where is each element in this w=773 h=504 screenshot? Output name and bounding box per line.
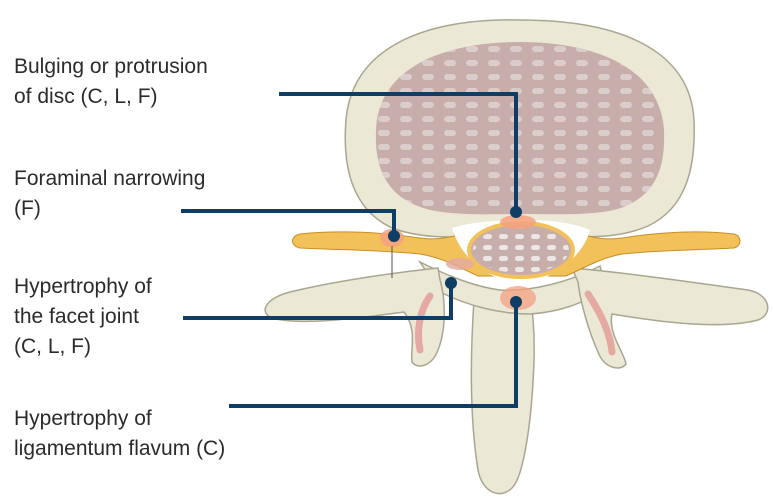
label-foraminal-narrowing: Foraminal narrowing (F) bbox=[14, 164, 205, 224]
label-ligamentum-hypertrophy: Hypertrophy of ligamentum flavum (C) bbox=[14, 404, 225, 464]
label-foraminal-line2: (F) bbox=[14, 194, 205, 224]
spinous-process bbox=[471, 298, 534, 494]
label-foraminal-line1: Foraminal narrowing bbox=[14, 164, 205, 194]
facet-highlight bbox=[446, 258, 474, 270]
label-disc-bulging-line2: of disc (C, L, F) bbox=[14, 82, 208, 112]
label-ligamentum-line1: Hypertrophy of bbox=[14, 404, 225, 434]
label-facet-line1: Hypertrophy of bbox=[14, 272, 152, 302]
label-facet-hypertrophy: Hypertrophy of the facet joint (C, L, F) bbox=[14, 272, 152, 362]
label-disc-bulging: Bulging or protrusion of disc (C, L, F) bbox=[14, 52, 208, 112]
label-ligamentum-line2: ligamentum flavum (C) bbox=[14, 434, 225, 464]
label-facet-line2: the facet joint bbox=[14, 302, 152, 332]
label-disc-bulging-line1: Bulging or protrusion bbox=[14, 52, 208, 82]
label-facet-line3: (C, L, F) bbox=[14, 332, 152, 362]
